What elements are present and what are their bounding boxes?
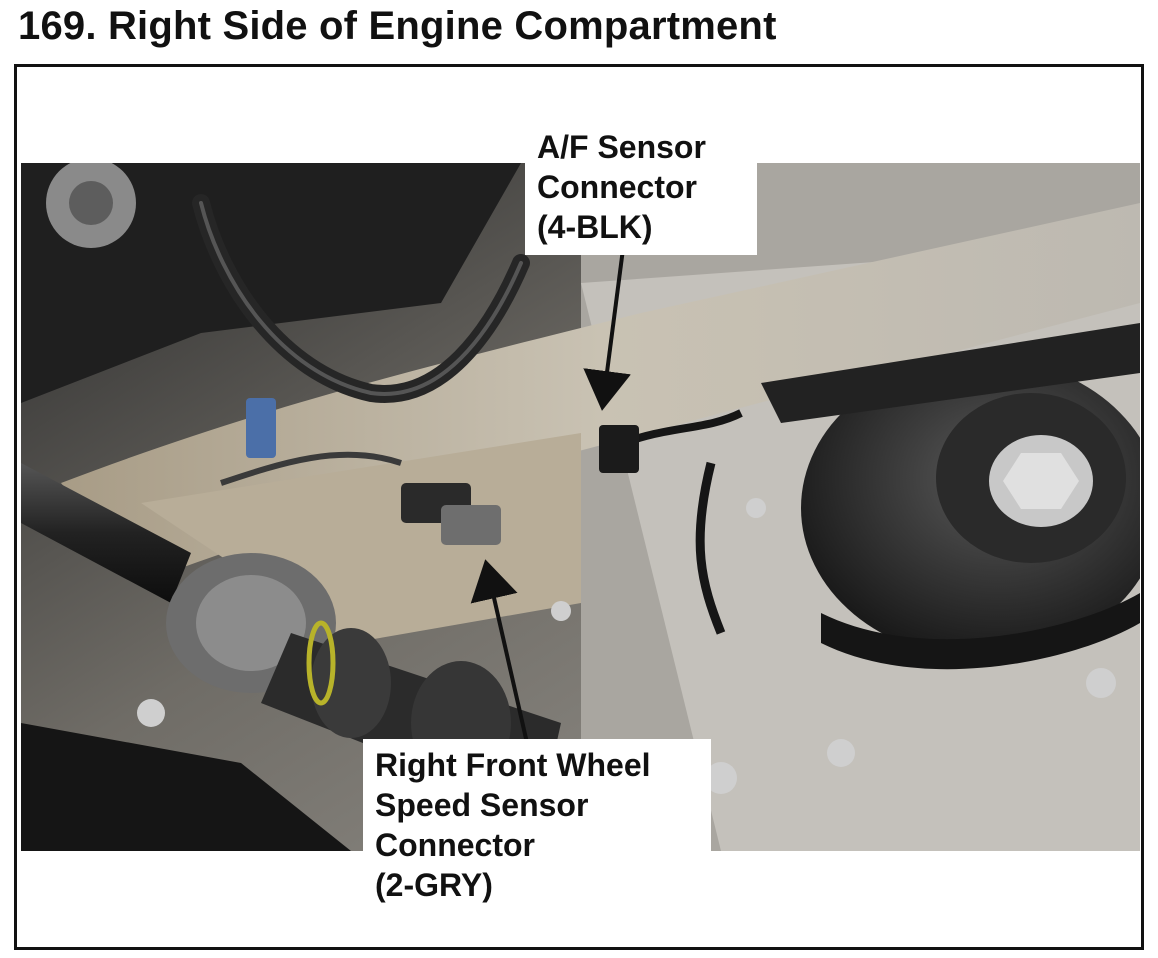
callout-line: A/F Sensor xyxy=(537,129,706,165)
wheel-speed-sensor-connector-label: Right Front Wheel Speed Sensor Connector… xyxy=(363,739,711,915)
figure-frame: A/F Sensor Connector (4-BLK) Right Front… xyxy=(14,64,1144,950)
callout-line: (2-GRY) xyxy=(375,867,493,903)
callout-line: Speed Sensor xyxy=(375,787,589,823)
page-title: 169. Right Side of Engine Compartment xyxy=(18,4,777,48)
callout-line: (4-BLK) xyxy=(537,209,653,245)
callout-line: Right Front Wheel xyxy=(375,747,651,783)
callout-line: Connector xyxy=(375,827,535,863)
af-sensor-connector-label: A/F Sensor Connector (4-BLK) xyxy=(525,123,757,255)
callout-line: Connector xyxy=(537,169,697,205)
